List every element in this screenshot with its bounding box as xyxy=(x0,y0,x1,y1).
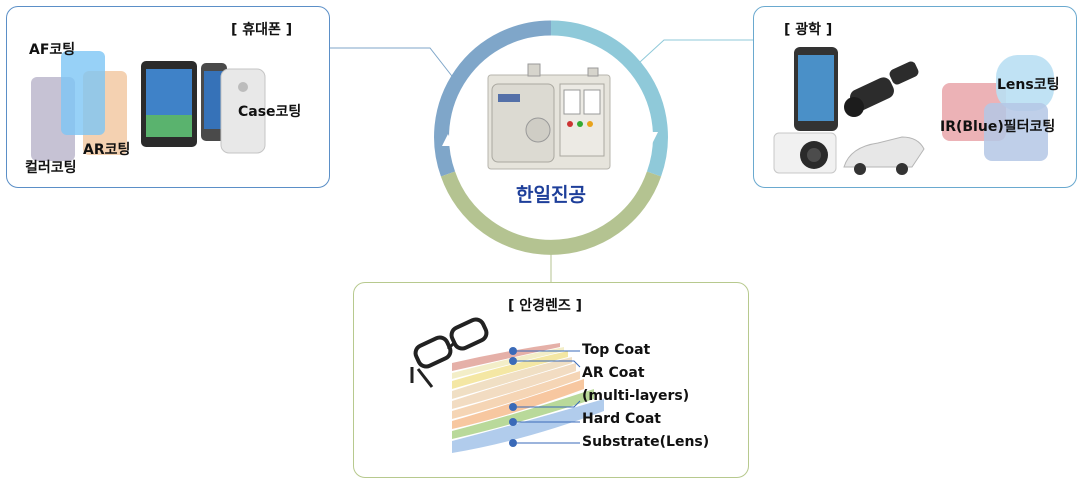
lens-layers-illustration xyxy=(410,317,604,453)
panel-title: [ 광학 ] xyxy=(784,22,833,38)
phone-illustration xyxy=(31,51,266,161)
lens-coating-label: Lens코팅 xyxy=(997,77,1060,93)
ring-segment-bottom xyxy=(440,171,662,255)
af-coating-label: AF코팅 xyxy=(29,42,76,58)
layer-label-hard-coat: Hard Coat xyxy=(582,411,661,427)
color-coating-label: 컬러코팅 xyxy=(25,160,77,176)
case-coating-label: Case코팅 xyxy=(238,104,302,120)
panel-title: [ 안경렌즈 ] xyxy=(508,298,583,314)
phone-case-image xyxy=(220,68,266,154)
phone-panel: [ 휴대폰 ] AF코팅 AR코팅 컬러코팅 Case코팅 xyxy=(6,6,330,188)
glasses-image xyxy=(410,317,489,388)
layer-label-top-coat: Top Coat xyxy=(582,342,651,358)
ring-segment-right xyxy=(550,20,668,177)
smartphone-image xyxy=(794,47,838,131)
cycle-ring xyxy=(434,20,668,255)
blue-filter-swatch xyxy=(984,103,1048,161)
tablet-image xyxy=(141,61,197,147)
layer-label-multi-layers: (multi-layers) xyxy=(582,388,690,404)
camera-image xyxy=(773,132,837,174)
connector-phone xyxy=(330,47,456,81)
af-coating-swatch xyxy=(61,51,105,135)
lens-coating-swatch xyxy=(996,55,1054,111)
layer-label-substrate: Substrate(Lens) xyxy=(582,434,710,450)
optics-illustration xyxy=(773,47,1054,175)
optics-panel: [ 광학 ] Lens코팅 IR(Blue)필터코팅 xyxy=(753,6,1077,188)
arrow-down-icon xyxy=(646,132,658,144)
ir-filter-coating-label: IR(Blue)필터코팅 xyxy=(940,119,1056,135)
layer-pointers xyxy=(509,347,581,447)
car-image xyxy=(843,136,925,175)
layer-label-ar-coat: AR Coat xyxy=(582,365,645,381)
lens-layer-stack xyxy=(452,343,604,453)
scope-image xyxy=(844,61,919,117)
vacuum-machine-image xyxy=(487,63,611,170)
panel-title: [ 휴대폰 ] xyxy=(231,22,293,38)
ar-coating-label: AR코팅 xyxy=(83,142,131,158)
connector-optic xyxy=(639,39,753,63)
center-label: 한일진공 xyxy=(516,184,586,206)
arrow-up-icon xyxy=(442,134,454,146)
ring-segment-left xyxy=(434,20,552,177)
eyeglass-lens-panel: [ 안경렌즈 ] xyxy=(353,282,749,478)
